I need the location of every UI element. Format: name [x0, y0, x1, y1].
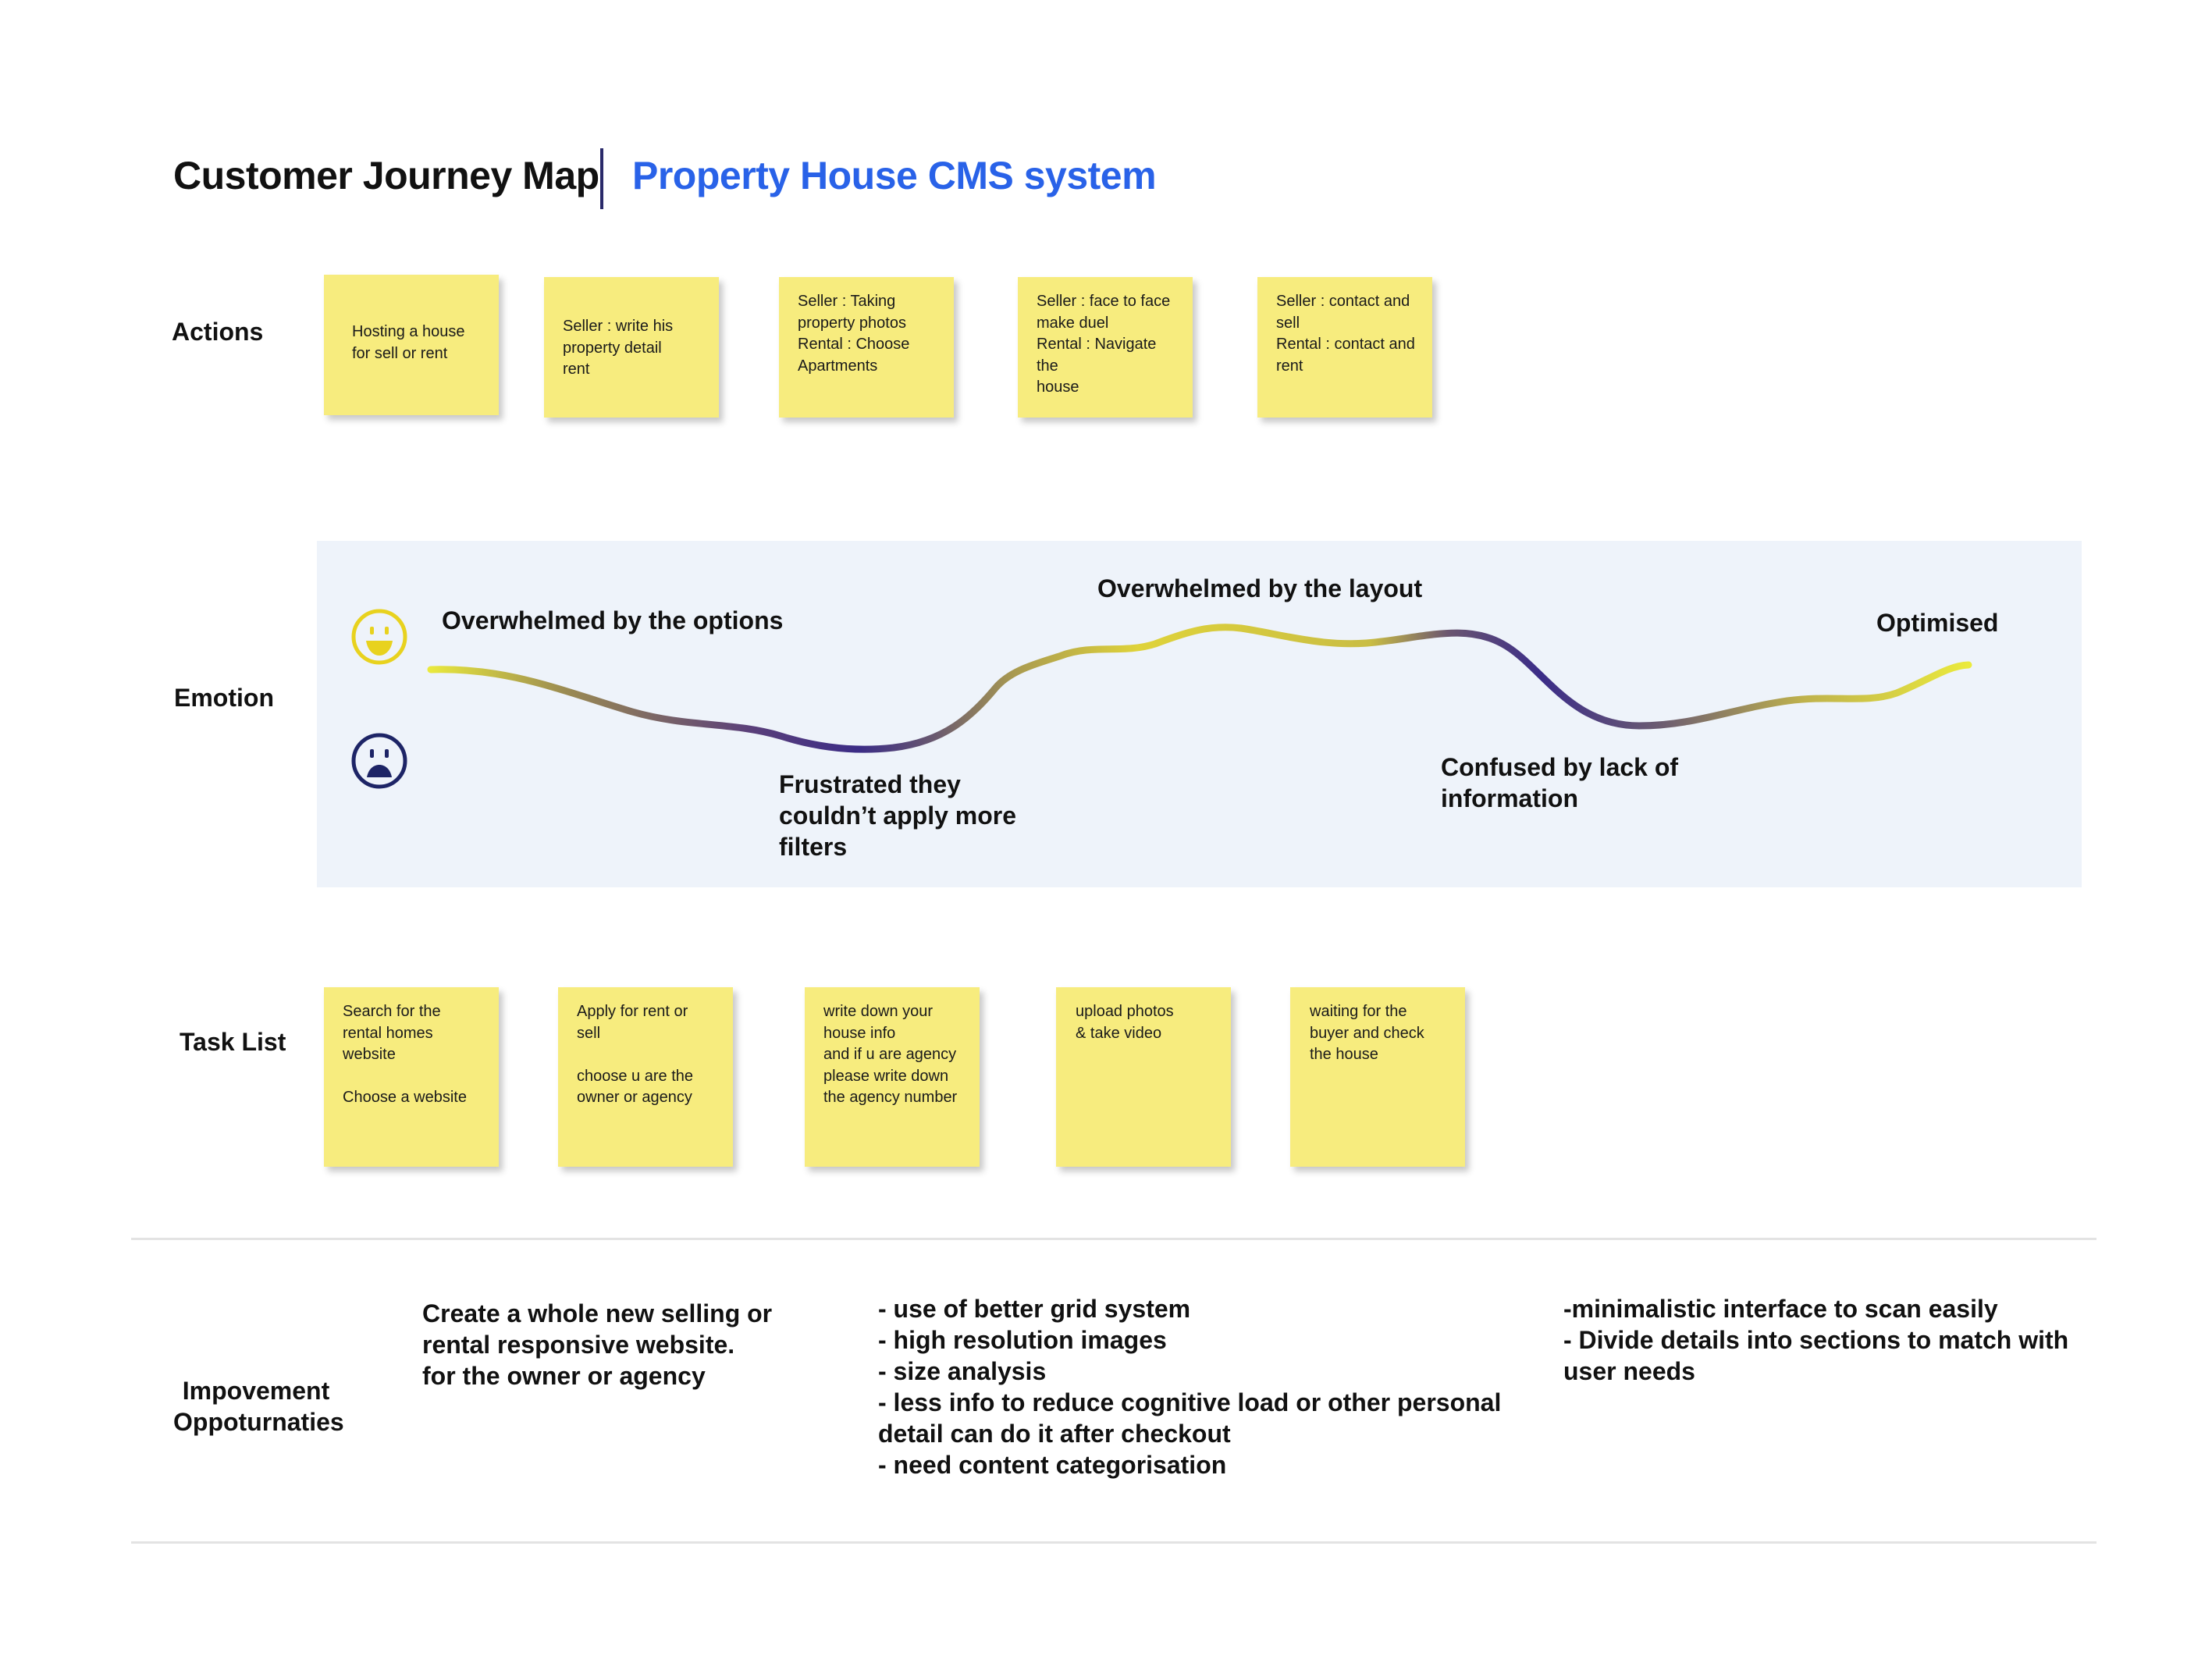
emotion-label: Overwhelmed by the options [442, 606, 784, 634]
emotion-label: Overwhelmed by the layout [1097, 574, 1423, 602]
section-divider [131, 1238, 2096, 1240]
emotion-panel [317, 541, 2082, 887]
task-note: Apply for rent or sell choose u are the … [558, 987, 733, 1167]
action-note: Seller : Taking property photos Rental :… [779, 277, 954, 418]
emotion-curve [427, 624, 1972, 753]
page-subtitle: Property House CMS system [632, 154, 1157, 197]
title-divider [600, 148, 603, 209]
row-label-actions: Actions [172, 318, 264, 346]
task-note: waiting for the buyer and check the hous… [1290, 987, 1465, 1167]
sad-face-icon [350, 732, 408, 794]
happy-face-icon [350, 608, 408, 670]
emotion-label: Optimised [1876, 609, 1999, 637]
improvement-text: Create a whole new selling or rental res… [422, 1299, 773, 1390]
task-note: Search for the rental homes website Choo… [324, 987, 499, 1167]
page-title: Customer Journey Map [173, 154, 599, 197]
task-note: write down your house info and if u are … [805, 987, 980, 1167]
action-note: Hosting a house for sell or rent [324, 275, 499, 415]
row-label-task-list: Task List [180, 1028, 286, 1056]
task-note: upload photos & take video [1056, 987, 1231, 1167]
emotion-label: Frustrated they couldn’t apply more filt… [779, 770, 1017, 861]
improvement-text: - use of better grid system - high resol… [878, 1295, 1502, 1479]
section-divider [131, 1541, 2096, 1544]
row-label-emotion: Emotion [174, 684, 274, 712]
improvement-text: -minimalistic interface to scan easily -… [1563, 1295, 2069, 1385]
action-note: Seller : write his property detail rent [544, 277, 719, 418]
action-note: Seller : contact and sell Rental : conta… [1257, 277, 1432, 418]
emotion-label: Confused by lack of information [1441, 753, 1679, 812]
action-note: Seller : face to face make duel Rental :… [1018, 277, 1193, 418]
row-label-improvement: Impovement Oppoturnaties [173, 1377, 344, 1436]
